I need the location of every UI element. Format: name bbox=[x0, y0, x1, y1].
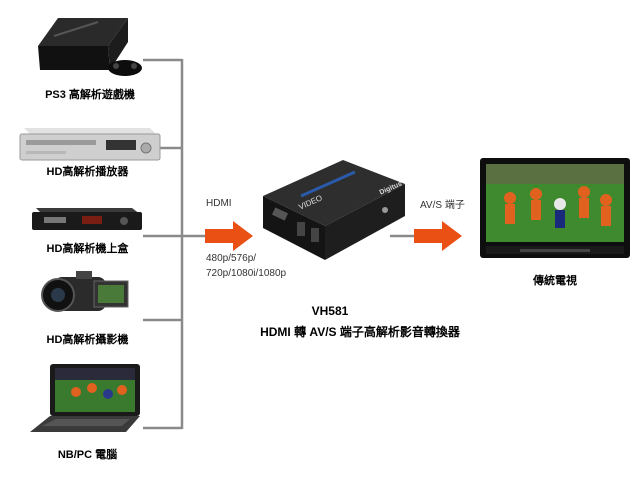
output-label: AV/S 端子 bbox=[420, 200, 465, 211]
set-top-box-icon bbox=[32, 208, 142, 230]
model-title: VH581 bbox=[311, 304, 349, 318]
source-label-stb: HD高解析機上盒 bbox=[46, 243, 129, 255]
device-description: HDMI 轉 AV/S 端子高解析影音轉換器 bbox=[260, 325, 460, 339]
laptop-icon bbox=[30, 364, 140, 432]
source-label-camcorder: HD高解析攝影機 bbox=[46, 334, 129, 346]
media-player-icon bbox=[19, 128, 161, 161]
input-label: HDMI bbox=[206, 198, 232, 209]
source-label-ps3: PS3 高解析遊戲機 bbox=[45, 89, 135, 101]
destination-label: 傳統電視 bbox=[533, 275, 577, 287]
resolution-line-2: 720p/1080i/1080p bbox=[206, 268, 287, 279]
output-arrow-icon bbox=[414, 221, 462, 251]
source-label-laptop: NB/PC 電腦 bbox=[57, 449, 118, 461]
resolution-line-1: 480p/576p/ bbox=[206, 253, 257, 264]
source-label-player: HD高解析播放器 bbox=[46, 166, 129, 178]
converter-device-icon bbox=[263, 160, 405, 260]
game-console-icon bbox=[38, 18, 142, 76]
camcorder-icon bbox=[41, 271, 129, 312]
tv-icon bbox=[480, 158, 630, 258]
input-arrow-icon bbox=[205, 221, 253, 251]
